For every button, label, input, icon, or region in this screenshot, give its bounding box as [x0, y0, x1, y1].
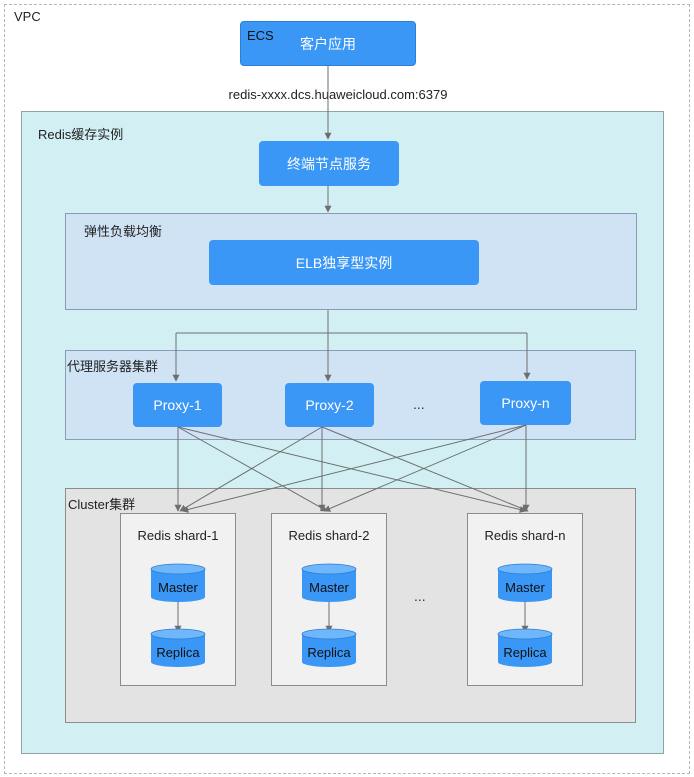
shard-n-master-db[interactable]: Master: [497, 563, 553, 602]
proxy-cluster-label: 代理服务器集群: [67, 359, 159, 374]
cluster-label: Cluster集群: [68, 497, 136, 512]
redis-shard-1-title: Redis shard-1: [137, 528, 219, 543]
proxy-1-label: Proxy-1: [153, 397, 202, 413]
shard-n-replica-label: Replica: [503, 645, 547, 660]
redis-instance-label: Redis缓存实例: [38, 127, 124, 142]
edge-proxy2-shard1: [179, 426, 323, 512]
proxy-n-label: Proxy-n: [501, 395, 550, 411]
shard-2-replica-db[interactable]: Replica: [301, 628, 357, 667]
shard-n-replica-db[interactable]: Replica: [497, 628, 553, 667]
elb-dedicated-label: ELB独享型实例: [295, 254, 393, 271]
redis-shard-n-title: Redis shard-n: [484, 528, 566, 543]
ecs-tag: ECS: [247, 28, 274, 43]
endpoint-address: redis-xxxx.dcs.huaweicloud.com:6379: [228, 87, 448, 102]
vpc-boundary: [4, 4, 690, 774]
proxy-n-node[interactable]: Proxy-n: [480, 381, 571, 425]
shard-1-replica-label: Replica: [156, 645, 200, 660]
shard-2-master-db[interactable]: Master: [301, 563, 357, 602]
proxy-2-node[interactable]: Proxy-2: [285, 383, 374, 427]
client-app-node[interactable]: 客户应用: [240, 21, 416, 66]
terminal-node-label: 终端节点服务: [287, 155, 371, 172]
elb-panel-label: 弹性负载均衡: [84, 224, 163, 239]
shard-2-replica-label: Replica: [307, 645, 351, 660]
redis-shard-2-title: Redis shard-2: [288, 528, 370, 543]
edge-proxyn-shard2: [323, 424, 527, 512]
edge-proxyn-shard1: [181, 424, 527, 513]
shard-1-replica-db[interactable]: Replica: [150, 628, 206, 667]
proxy-2-label: Proxy-2: [305, 397, 354, 413]
proxy-ellipsis: ...: [413, 396, 425, 412]
vpc-label: VPC: [14, 9, 41, 24]
client-app-label: 客户应用: [300, 35, 356, 52]
shard-2-master-label: Master: [309, 580, 349, 595]
shard-n-master-label: Master: [505, 580, 545, 595]
proxy-1-node[interactable]: Proxy-1: [133, 383, 222, 427]
shard-1-master-db[interactable]: Master: [150, 563, 206, 602]
shard-1-master-label: Master: [158, 580, 198, 595]
terminal-node-service[interactable]: 终端节点服务: [259, 141, 399, 186]
edge-proxy1-shard2: [177, 426, 328, 512]
elb-dedicated-instance[interactable]: ELB独享型实例: [209, 240, 479, 285]
edge-proxy2-shardn: [321, 426, 529, 512]
shard-ellipsis: ...: [414, 588, 426, 604]
